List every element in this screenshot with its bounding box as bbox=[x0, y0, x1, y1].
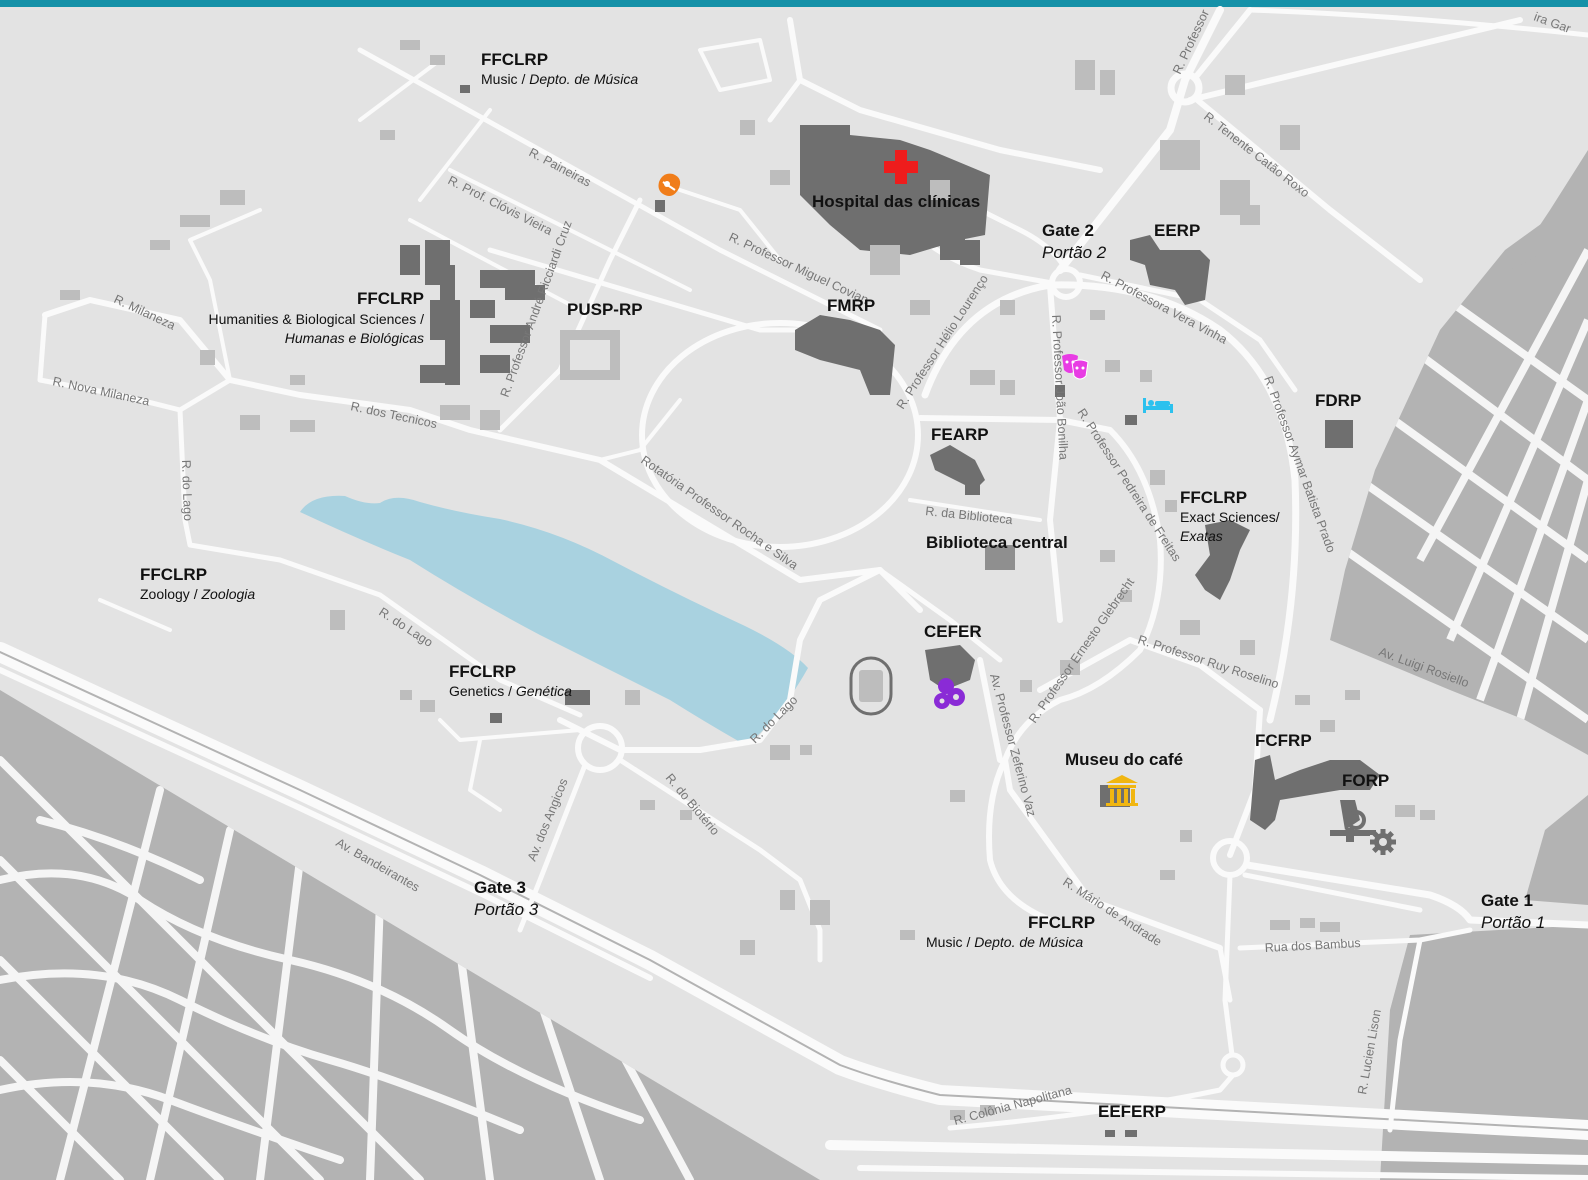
gate-title[interactable]: Gate 2 bbox=[1042, 221, 1094, 240]
place-subtitle: Humanities & Biological Sciences / bbox=[208, 311, 424, 327]
gate-subtitle: Portão 2 bbox=[1042, 243, 1107, 262]
street-label: Rua dos Bambus bbox=[1264, 936, 1360, 955]
place-title[interactable]: Hospital das clínicas bbox=[812, 192, 980, 211]
gate-subtitle: Portão 3 bbox=[474, 900, 539, 919]
place-title[interactable]: CEFER bbox=[924, 622, 982, 641]
place-title[interactable]: FCFRP bbox=[1255, 731, 1312, 750]
music-icon[interactable] bbox=[658, 173, 681, 196]
place-title[interactable]: FFCLRP bbox=[1180, 488, 1247, 507]
street-label: R. do Lago bbox=[179, 460, 195, 522]
place-subtitle: Exact Sciences/ bbox=[1180, 509, 1280, 525]
place-title[interactable]: EERP bbox=[1154, 221, 1200, 240]
place-subtitle: Zoology / Zoologia bbox=[140, 586, 255, 602]
hospital-icon[interactable] bbox=[884, 150, 918, 184]
place-title[interactable]: FFCLRP bbox=[449, 662, 516, 681]
museum-icon[interactable] bbox=[1106, 775, 1138, 806]
place-title[interactable]: FEARP bbox=[931, 425, 989, 444]
place-subtitle: Music / Depto. de Música bbox=[481, 71, 638, 87]
place-title[interactable]: FMRP bbox=[827, 296, 875, 315]
lake bbox=[300, 495, 808, 743]
place-title[interactable]: FDRP bbox=[1315, 391, 1361, 410]
place-title[interactable]: FFCLRP bbox=[481, 50, 548, 69]
gate-subtitle: Portão 1 bbox=[1481, 913, 1545, 932]
roads bbox=[0, 6, 1588, 1180]
cefer-icon[interactable] bbox=[934, 678, 965, 709]
place-title[interactable]: FFCLRP bbox=[357, 289, 424, 308]
top-bar bbox=[0, 0, 1588, 7]
hotel-icon[interactable] bbox=[1143, 398, 1173, 413]
gear-icon bbox=[1370, 829, 1396, 855]
place-title[interactable]: PUSP-RP bbox=[567, 300, 643, 319]
place-title[interactable]: EEFERP bbox=[1098, 1102, 1166, 1121]
place-title[interactable]: FFCLRP bbox=[140, 565, 207, 584]
place-subtitle-italic: Exatas bbox=[1180, 528, 1223, 544]
place-labels: FFCLRP Music / Depto. de Música Hospital… bbox=[140, 50, 1545, 1121]
stadium bbox=[849, 656, 893, 716]
place-subtitle-italic: Humanas e Biológicas bbox=[285, 330, 424, 346]
place-title[interactable]: FORP bbox=[1342, 771, 1389, 790]
urban-area-southwest bbox=[0, 690, 820, 1180]
tooth-icon bbox=[1346, 810, 1376, 842]
place-title[interactable]: Biblioteca central bbox=[926, 533, 1068, 552]
small-buildings bbox=[60, 40, 1435, 1120]
buildings bbox=[400, 85, 1380, 1137]
gate-title[interactable]: Gate 1 bbox=[1481, 891, 1533, 910]
urban-area-northeast bbox=[1330, 190, 1588, 755]
place-subtitle: Music / Depto. de Música bbox=[926, 934, 1083, 950]
place-subtitle: Genetics / Genética bbox=[449, 683, 572, 699]
place-title[interactable]: FFCLRP bbox=[1028, 913, 1095, 932]
theater-icon[interactable] bbox=[1062, 354, 1089, 380]
place-title[interactable]: Museu do café bbox=[1065, 750, 1183, 769]
gate-title[interactable]: Gate 3 bbox=[474, 878, 526, 897]
